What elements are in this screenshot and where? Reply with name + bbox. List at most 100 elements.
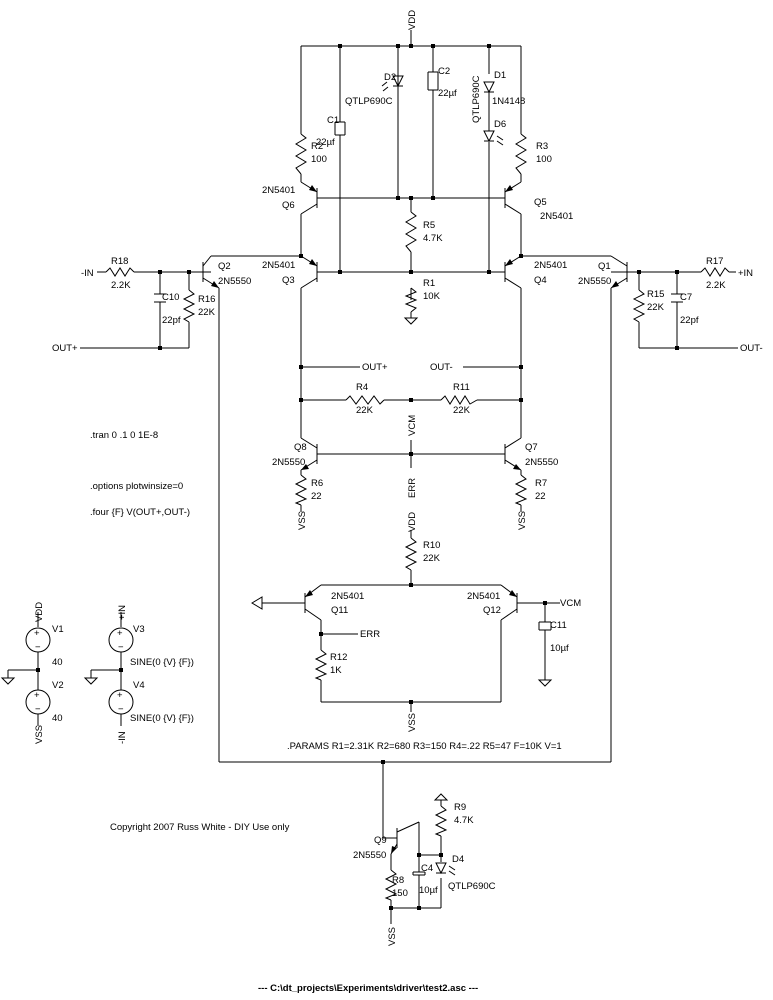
r3-value: 100 (536, 154, 552, 165)
q1-value: 2N5550 (578, 276, 611, 287)
r8-name: R8 (392, 875, 404, 886)
d6-name: D6 (494, 119, 506, 130)
v2-value: 40 (52, 713, 63, 724)
svg-text:−: − (35, 642, 41, 653)
r4-value: 22K (356, 405, 374, 416)
q2-value: 2N5550 (218, 276, 251, 287)
r5-value: 4.7K (423, 233, 443, 244)
transistor-symbols (189, 181, 639, 855)
net-vss-q9: VSS (387, 927, 398, 946)
c10-symbol (154, 293, 166, 303)
c11-value: 10µf (550, 643, 569, 654)
resistor-symbols (105, 133, 730, 901)
c2-value: 22µf (438, 88, 457, 99)
r11-symbol (440, 395, 478, 405)
labels: VDD VDD VDD VSS VSS VSS VSS VSS VCM ERR … (34, 10, 763, 994)
r16-name: R16 (198, 294, 215, 305)
r2-symbol (295, 133, 307, 175)
r7-name: R7 (535, 478, 547, 489)
q1-symbol (610, 255, 639, 289)
c1-value: 22µf (316, 137, 335, 148)
v3-name: V3 (133, 624, 145, 635)
c7-symbol (671, 293, 683, 303)
q3-value: 2N5401 (262, 260, 295, 271)
v1-name: V1 (52, 624, 64, 635)
q7-value: 2N5550 (525, 457, 558, 468)
r16-symbol (182, 289, 196, 323)
r10-symbol (404, 537, 418, 571)
q12-name: Q12 (483, 605, 501, 616)
d6-value: QTLP690C (471, 75, 482, 123)
r2-value: 100 (311, 154, 327, 165)
net-vcm-q12: VCM (560, 598, 581, 609)
c10-value: 22pf (162, 315, 181, 326)
q12-value: 2N5401 (467, 591, 500, 602)
ground-r1 (403, 317, 419, 325)
r15-symbol (632, 289, 646, 323)
footer-filepath: --- C:\dt_projects\Experiments\driver\te… (258, 983, 478, 994)
svg-text:−: − (35, 704, 41, 715)
r12-value: 1K (330, 665, 342, 676)
net-vss-q8: VSS (297, 511, 308, 530)
v3-value: SINE(0 {V} {F}) (130, 657, 194, 668)
r1-value: 10K (423, 291, 441, 302)
r17-name: R17 (706, 256, 723, 267)
svg-text:−: − (118, 642, 124, 653)
d2-name: D2 (384, 72, 396, 83)
q3-symbol (300, 255, 323, 289)
r1-symbol (404, 287, 418, 313)
d1-symbol (483, 81, 495, 94)
v2-name: V2 (52, 680, 64, 691)
d4-value: QTLP690C (448, 881, 496, 892)
r18-value: 2.2K (111, 280, 131, 291)
q2-name: Q2 (218, 261, 231, 272)
junction-dots (36, 44, 679, 910)
q11-symbol (299, 584, 322, 621)
q1-name: Q1 (598, 261, 611, 272)
r3-symbol (515, 133, 527, 175)
r7-symbol (514, 474, 528, 506)
r4-name: R4 (356, 382, 368, 393)
wires (7, 30, 738, 924)
c7-name: C7 (680, 292, 692, 303)
r10-value: 22K (423, 553, 441, 564)
v2-symbol: +− (25, 689, 51, 715)
q9-value: 2N5550 (353, 850, 386, 861)
q4-value: 2N5401 (534, 260, 567, 271)
r6-name: R6 (311, 478, 323, 489)
net-err-q11: ERR (360, 629, 380, 640)
r17-value: 2.2K (706, 280, 726, 291)
diode-symbols (381, 75, 504, 876)
net-out-neg-right: OUT- (740, 343, 763, 354)
c2-symbol (427, 71, 439, 91)
net-vss-mid: VSS (407, 713, 418, 732)
q9-symbol (390, 821, 420, 855)
r12-symbol (314, 649, 328, 681)
q12-symbol (500, 584, 523, 621)
q4-symbol (499, 255, 522, 289)
r10-name: R10 (423, 540, 440, 551)
ground-symbols (0, 312, 553, 801)
r3-name: R3 (536, 141, 548, 152)
net-vdd-r10: VDD (407, 512, 418, 532)
r11-value: 22K (453, 405, 471, 416)
r6-value: 22 (311, 491, 322, 502)
ground-r9 (433, 793, 449, 801)
r6-symbol (294, 474, 308, 506)
net-inneg-v4: -IN (117, 731, 128, 744)
net-inneg-v3: +IN (117, 605, 128, 620)
v4-name: V4 (133, 680, 145, 691)
svg-text:+: + (117, 628, 123, 639)
c1-name: C1 (327, 115, 339, 126)
net-vss-v2: VSS (34, 725, 45, 744)
net-out-neg-mid: OUT- (430, 362, 453, 373)
c11-name: C11 (550, 620, 567, 631)
ground-v3v4 (83, 677, 99, 685)
net-in-neg: -IN (81, 268, 94, 279)
r12-name: R12 (330, 652, 347, 663)
net-in-pos: +IN (738, 268, 753, 279)
c4-value: 10µf (419, 885, 438, 896)
r4-symbol (345, 395, 385, 405)
capacitor-symbols (154, 71, 683, 876)
